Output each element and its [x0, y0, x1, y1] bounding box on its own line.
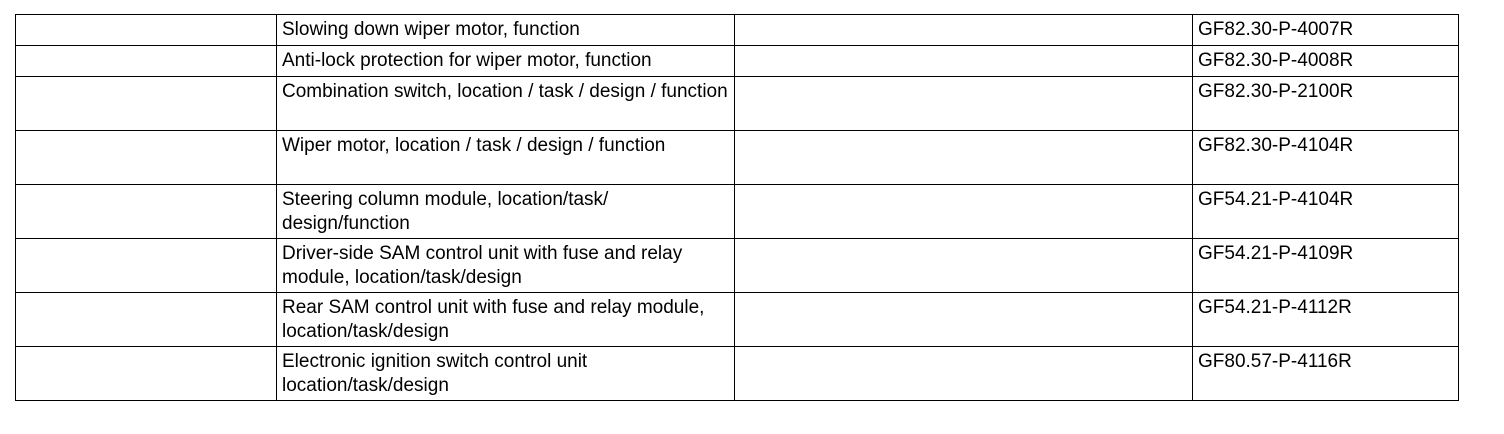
table-row: Steering column module, location/task/ d…	[15, 184, 1459, 239]
document-number-cell: GF82.30-P-4104R	[1192, 130, 1459, 185]
table-row: Rear SAM control unit with fuse and rela…	[15, 292, 1459, 347]
document-number-cell: GF82.30-P-2100R	[1192, 76, 1459, 131]
table-cell-blank	[15, 184, 277, 239]
table-cell-blank	[15, 238, 277, 293]
reference-table: Slowing down wiper motor, function GF82.…	[15, 14, 1459, 401]
table-cell-blank	[15, 76, 277, 131]
document-number-cell: GF54.21-P-4112R	[1192, 292, 1459, 347]
table-cell-blank	[734, 14, 1193, 46]
table-cell-blank	[734, 76, 1193, 131]
table-row: Wiper motor, location / task / design / …	[15, 130, 1459, 185]
table-cell-blank	[15, 292, 277, 347]
document-number-cell: GF54.21-P-4104R	[1192, 184, 1459, 239]
table-row: Slowing down wiper motor, function GF82.…	[15, 14, 1459, 46]
description-cell: Steering column module, location/task/ d…	[276, 184, 735, 239]
table-cell-blank	[15, 346, 277, 401]
description-cell: Anti-lock protection for wiper motor, fu…	[276, 45, 735, 77]
document-number-cell: GF82.30-P-4008R	[1192, 45, 1459, 77]
table-row: Anti-lock protection for wiper motor, fu…	[15, 45, 1459, 77]
description-cell: Wiper motor, location / task / design / …	[276, 130, 735, 185]
description-cell: Combination switch, location / task / de…	[276, 76, 735, 131]
document-number-cell: GF82.30-P-4007R	[1192, 14, 1459, 46]
table-cell-blank	[734, 130, 1193, 185]
table-row: Electronic ignition switch control unit …	[15, 346, 1459, 401]
table-cell-blank	[734, 346, 1193, 401]
table-cell-blank	[15, 45, 277, 77]
table-cell-blank	[734, 45, 1193, 77]
description-cell: Electronic ignition switch control unit …	[276, 346, 735, 401]
table-cell-blank	[734, 184, 1193, 239]
description-cell: Rear SAM control unit with fuse and rela…	[276, 292, 735, 347]
table-row: Combination switch, location / task / de…	[15, 76, 1459, 131]
document-number-cell: GF54.21-P-4109R	[1192, 238, 1459, 293]
table-cell-blank	[734, 238, 1193, 293]
table-row: Driver-side SAM control unit with fuse a…	[15, 238, 1459, 293]
description-cell: Driver-side SAM control unit with fuse a…	[276, 238, 735, 293]
table-cell-blank	[734, 292, 1193, 347]
description-cell: Slowing down wiper motor, function	[276, 14, 735, 46]
table-cell-blank	[15, 130, 277, 185]
document-number-cell: GF80.57-P-4116R	[1192, 346, 1459, 401]
table-cell-blank	[15, 14, 277, 46]
